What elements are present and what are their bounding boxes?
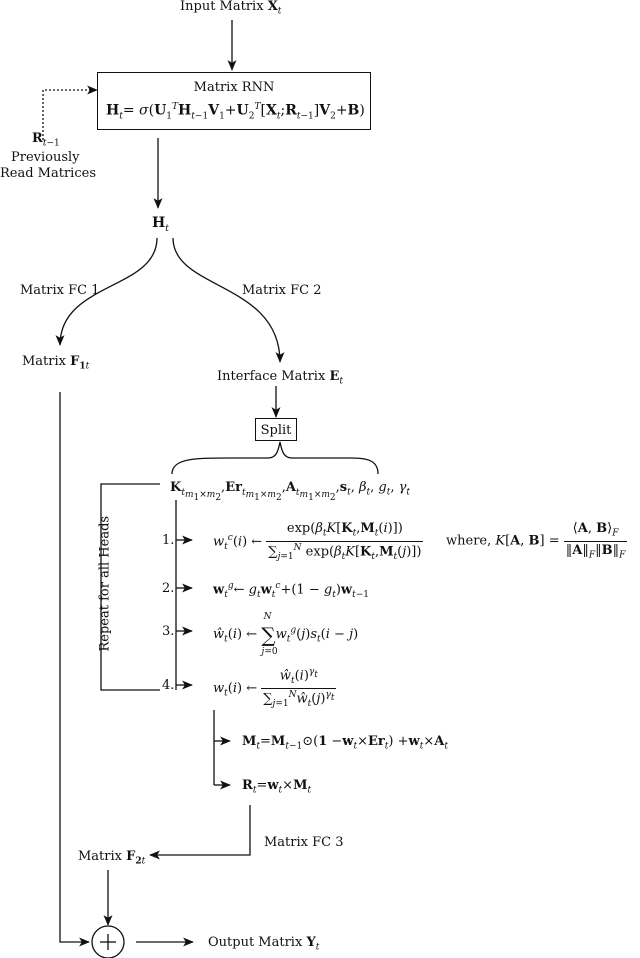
rnn-equation: Ht= σ(U1THt−1V1+U2T[Xt;Rt−1]V2+B) [106, 102, 365, 122]
split-box: Split [255, 418, 297, 441]
prev-read-arrow [42, 85, 98, 140]
fc2-label: Matrix FC 2 [242, 283, 322, 298]
memory-update-equation: Mt=Mt−1⊙(1 −wt×Ert) +wt×At [242, 734, 448, 752]
repeat-bracket [100, 483, 160, 691]
step-1-equation: wtc(i) ← exp(βtK[Kt,Mt(i)]) ∑j=1N exp(βt… [213, 521, 424, 562]
step-4-equation: wt(i) ← ŵt(i)γt ∑j=1Nŵt(j)γt [213, 667, 337, 709]
step-4-num: 4. [162, 678, 175, 693]
fc3-label: Matrix FC 3 [264, 835, 344, 850]
split-label: Split [260, 423, 292, 438]
prev-read-line1: Previously [11, 150, 80, 165]
fc3-arrow [149, 805, 251, 860]
interface-node: Interface Matrix Et [217, 369, 343, 387]
prev-read-symbol: Rt−1 [32, 131, 60, 149]
fc2-arrow [172, 237, 285, 363]
read-vector-equation: Rt=wt×Mt [242, 778, 312, 796]
rnn-title: Matrix RNN [193, 80, 275, 95]
split-outputs: Ktm1×m2,Ertm1×m2,Atm1×m2,st, βt, gt, γt [170, 480, 411, 504]
hidden-state: Ht [152, 215, 169, 234]
matrix-rnn-box: Matrix RNN Ht= σ(U1THt−1V1+U2T[Xt;Rt−1]V… [97, 72, 371, 130]
sum-circle [91, 925, 125, 958]
step-3-num: 3. [162, 624, 175, 639]
step-2-num: 2. [162, 581, 175, 596]
input-label: Input Matrix Xt [180, 0, 282, 17]
step-3-equation: ŵt(i) ← ∑j=0N wtg(j)st(i − j) [213, 611, 359, 657]
f2-node: Matrix F2t [78, 849, 146, 867]
prev-read-line2: Read Matrices [0, 166, 96, 181]
f1-to-sum-arrow [59, 392, 90, 947]
repeat-label: Repeat for all Heads [97, 515, 113, 652]
step-1-num: 1. [162, 533, 175, 548]
output-label: Output Matrix Yt [208, 935, 320, 953]
split-brace [171, 441, 379, 475]
f1-node: Matrix F1t [22, 354, 90, 372]
step-2-equation: wtg← gtwtc+(1 − gt)wt−1 [213, 581, 369, 600]
where-clause: where, K[A, B] = ⟨A, B⟩F ‖A‖F‖B‖F [446, 521, 628, 561]
fc1-arrow [55, 237, 158, 346]
fc1-label: Matrix FC 1 [20, 283, 100, 298]
